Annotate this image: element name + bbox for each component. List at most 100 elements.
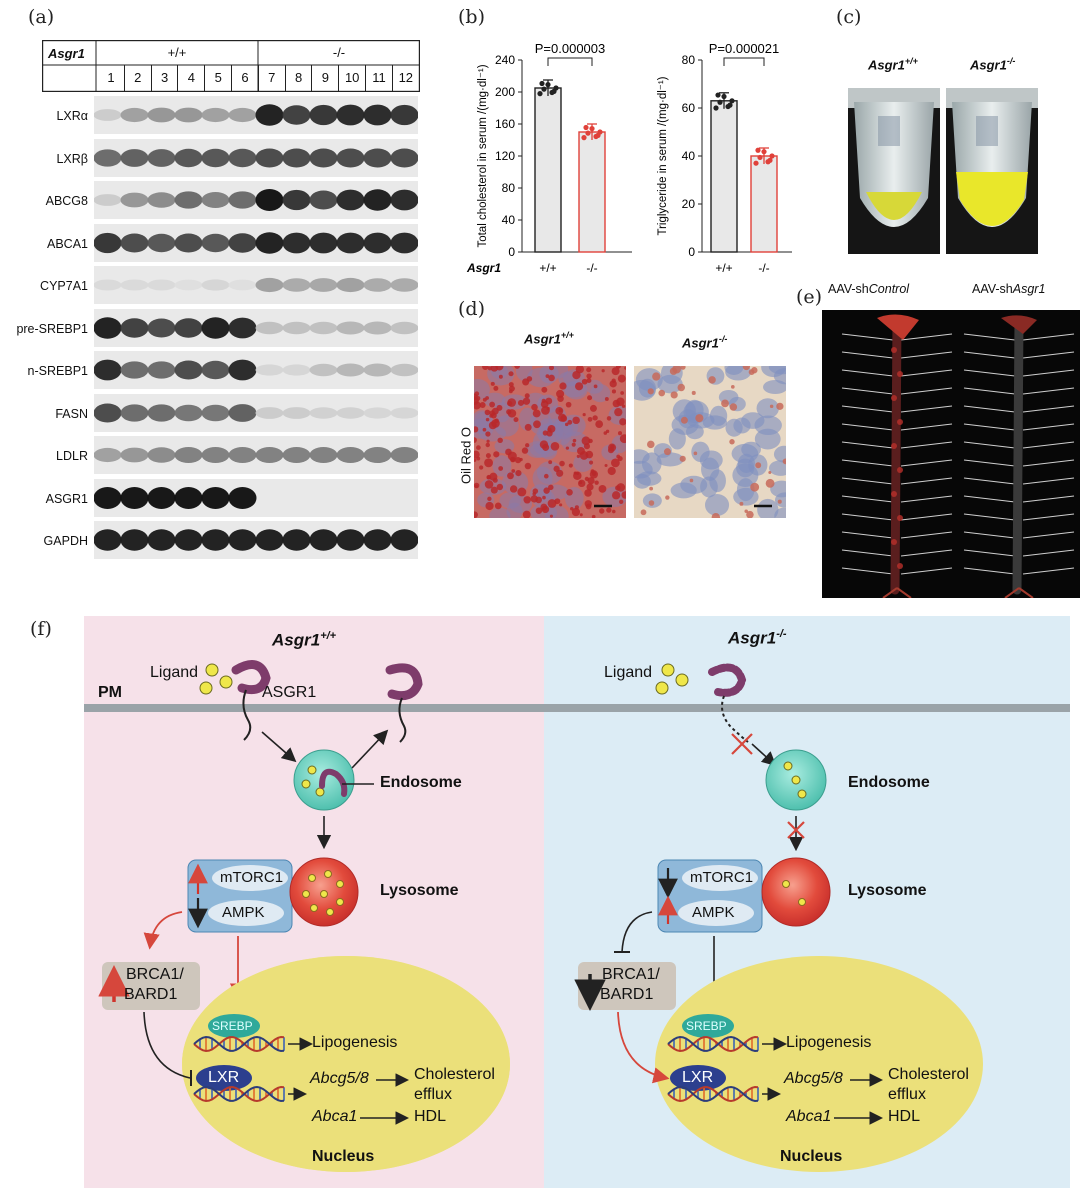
data-point xyxy=(585,130,591,136)
y-tick-label: 40 xyxy=(682,149,696,163)
panel-label-c: (c) xyxy=(836,6,862,28)
blot-band xyxy=(201,360,230,380)
blot-band xyxy=(336,529,365,551)
blot-band xyxy=(120,447,149,463)
y-tick-label: 120 xyxy=(495,149,515,163)
cholesterol-label-ko: Cholesterol xyxy=(888,1066,969,1083)
lipogenesis-label-wt: Lipogenesis xyxy=(312,1034,398,1051)
bard1-label-ko: BARD1 xyxy=(600,986,654,1003)
lane-number: 6 xyxy=(241,70,249,85)
blot-band xyxy=(390,232,418,253)
lysosome-ko-icon xyxy=(761,857,831,927)
tube-photo-ko xyxy=(946,88,1038,254)
panel-label-b: (b) xyxy=(458,6,485,28)
blot-band xyxy=(201,486,230,509)
data-point xyxy=(551,88,557,94)
blot-protein-label: GAPDH xyxy=(43,534,88,548)
lxr-label-wt: LXR xyxy=(208,1069,240,1086)
blot-band xyxy=(147,403,176,422)
histology-image-ko xyxy=(634,366,786,518)
aorta-vessel xyxy=(890,315,902,595)
blot-band xyxy=(174,360,203,380)
data-point xyxy=(721,93,727,100)
blot-strip xyxy=(94,138,418,177)
blot-strip xyxy=(94,308,418,347)
blot-band xyxy=(255,321,284,334)
blot-band xyxy=(228,148,257,167)
y-tick-label: 80 xyxy=(502,181,516,195)
blot-band xyxy=(390,278,418,292)
srebp-label-wt: SREBP xyxy=(212,1019,253,1033)
blot-band xyxy=(282,232,311,253)
blot-band xyxy=(336,232,365,253)
blot-gene-label: Asgr1 xyxy=(48,46,85,61)
lxr-wt-icon xyxy=(196,1065,252,1091)
y-tick-label: 160 xyxy=(495,117,515,131)
blot-band xyxy=(255,406,284,419)
blot-protein-label: CYP7A1 xyxy=(40,279,88,293)
data-point xyxy=(541,86,547,92)
histo-label-ko: Asgr1-/- xyxy=(682,334,728,351)
blot-band xyxy=(201,279,230,291)
blot-protein-label: n-SREBP1 xyxy=(27,364,88,378)
lane-number: 2 xyxy=(134,70,142,85)
lysosome-label-ko: Lysosome xyxy=(848,882,927,899)
mtorc1-label-wt: mTORC1 xyxy=(220,869,284,886)
y-tick-label: 20 xyxy=(682,197,696,211)
blot-band xyxy=(94,148,122,167)
aorta-photo-control xyxy=(822,310,972,598)
bar xyxy=(750,155,778,253)
blot-band xyxy=(120,279,149,291)
aorta-vessel xyxy=(1012,315,1024,595)
blot-band xyxy=(255,277,284,293)
blot-band xyxy=(120,233,149,252)
bard1-label-wt: BARD1 xyxy=(124,986,178,1003)
bar xyxy=(534,87,562,253)
blot-band xyxy=(147,233,176,252)
blot-band xyxy=(282,447,311,463)
blot-strip xyxy=(94,478,418,517)
lane-number: 9 xyxy=(321,70,329,85)
blot-band xyxy=(201,192,230,208)
blot-protein-label: ABCG8 xyxy=(45,194,88,208)
blot-strip xyxy=(94,393,418,432)
hdl-label-ko: HDL xyxy=(888,1108,921,1125)
blot-band xyxy=(174,148,203,167)
blot-band xyxy=(147,447,176,463)
blot-band xyxy=(120,361,149,379)
blot-band xyxy=(309,529,338,551)
panel-label-a: (a) xyxy=(28,6,55,28)
blot-strip xyxy=(94,96,418,134)
x-tick-label: +/+ xyxy=(715,261,732,275)
brca1-label-wt: BRCA1/ xyxy=(126,966,184,983)
blot-band xyxy=(94,194,122,206)
panel-c-serum-tubes: Asgr1+/+ Asgr1-/- xyxy=(840,56,1060,266)
blot-band xyxy=(309,148,338,167)
blot-protein-label: ASGR1 xyxy=(45,491,88,506)
blot-band xyxy=(309,363,338,377)
efflux-label-wt: efflux xyxy=(414,1086,452,1103)
blot-band xyxy=(255,364,284,376)
abca1-label-ko: Abca1 xyxy=(786,1108,832,1125)
blot-band xyxy=(228,107,257,123)
data-point xyxy=(717,99,723,105)
data-point xyxy=(761,149,767,155)
lane-number: 8 xyxy=(294,70,303,85)
x-tick-label: -/- xyxy=(758,261,769,275)
data-point xyxy=(581,135,587,141)
blot-band xyxy=(174,191,203,209)
blot-band xyxy=(228,447,257,463)
significance-bracket xyxy=(547,57,593,66)
blot-band xyxy=(255,231,284,254)
stain-label: Oil Red O xyxy=(458,426,474,485)
blot-band xyxy=(120,529,149,551)
lxr-ko-icon xyxy=(670,1065,726,1091)
panel-label-f: (f) xyxy=(30,618,52,640)
y-axis-label: Triglyceride in serum /(mg·dl⁻¹) xyxy=(657,76,669,235)
blot-band xyxy=(363,406,392,419)
data-point xyxy=(757,154,763,161)
blot-band xyxy=(120,317,149,338)
